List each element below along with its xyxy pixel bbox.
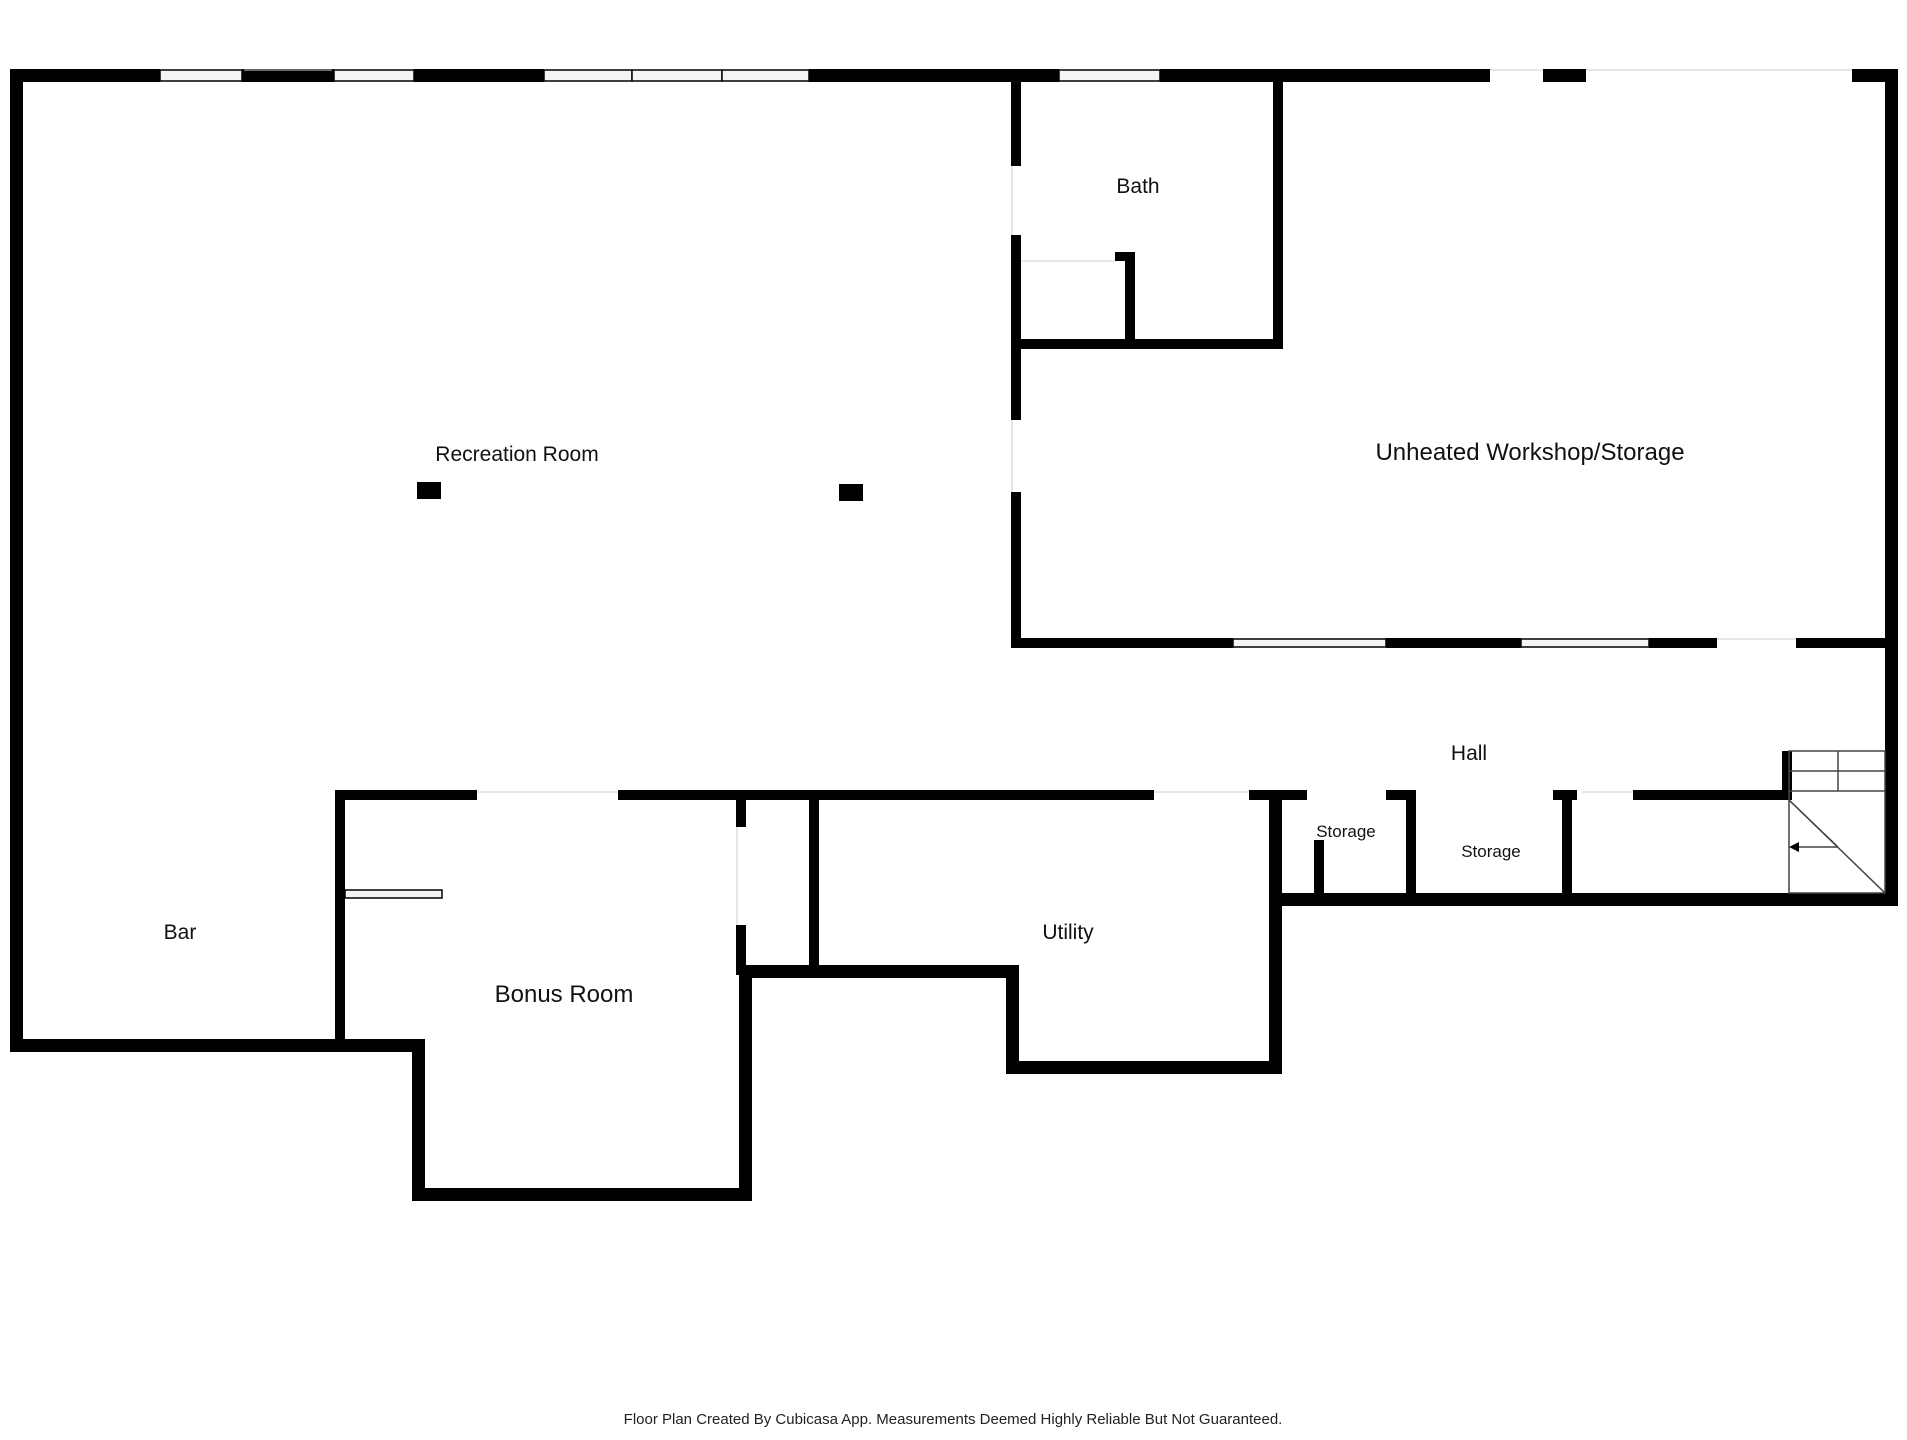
staircase xyxy=(1788,750,1886,894)
room-label-bath: Bath xyxy=(1116,175,1159,198)
room-label-bar: Bar xyxy=(164,921,197,944)
room-label-bonus-room: Bonus Room xyxy=(495,981,634,1008)
room-label-storage-1: Storage xyxy=(1316,822,1376,841)
room-label-recreation-room: Recreation Room xyxy=(435,443,598,466)
openings xyxy=(244,69,1852,925)
footer-disclaimer: Floor Plan Created By Cubicasa App. Meas… xyxy=(624,1411,1283,1428)
room-label-utility: Utility xyxy=(1042,921,1094,944)
room-label-workshop: Unheated Workshop/Storage xyxy=(1375,439,1684,466)
stair-arrow-icon xyxy=(1789,842,1799,852)
room-label-storage-2: Storage xyxy=(1461,842,1521,861)
windows xyxy=(159,69,1650,899)
room-label-hall: Hall xyxy=(1451,742,1487,765)
walls xyxy=(10,69,1898,1201)
